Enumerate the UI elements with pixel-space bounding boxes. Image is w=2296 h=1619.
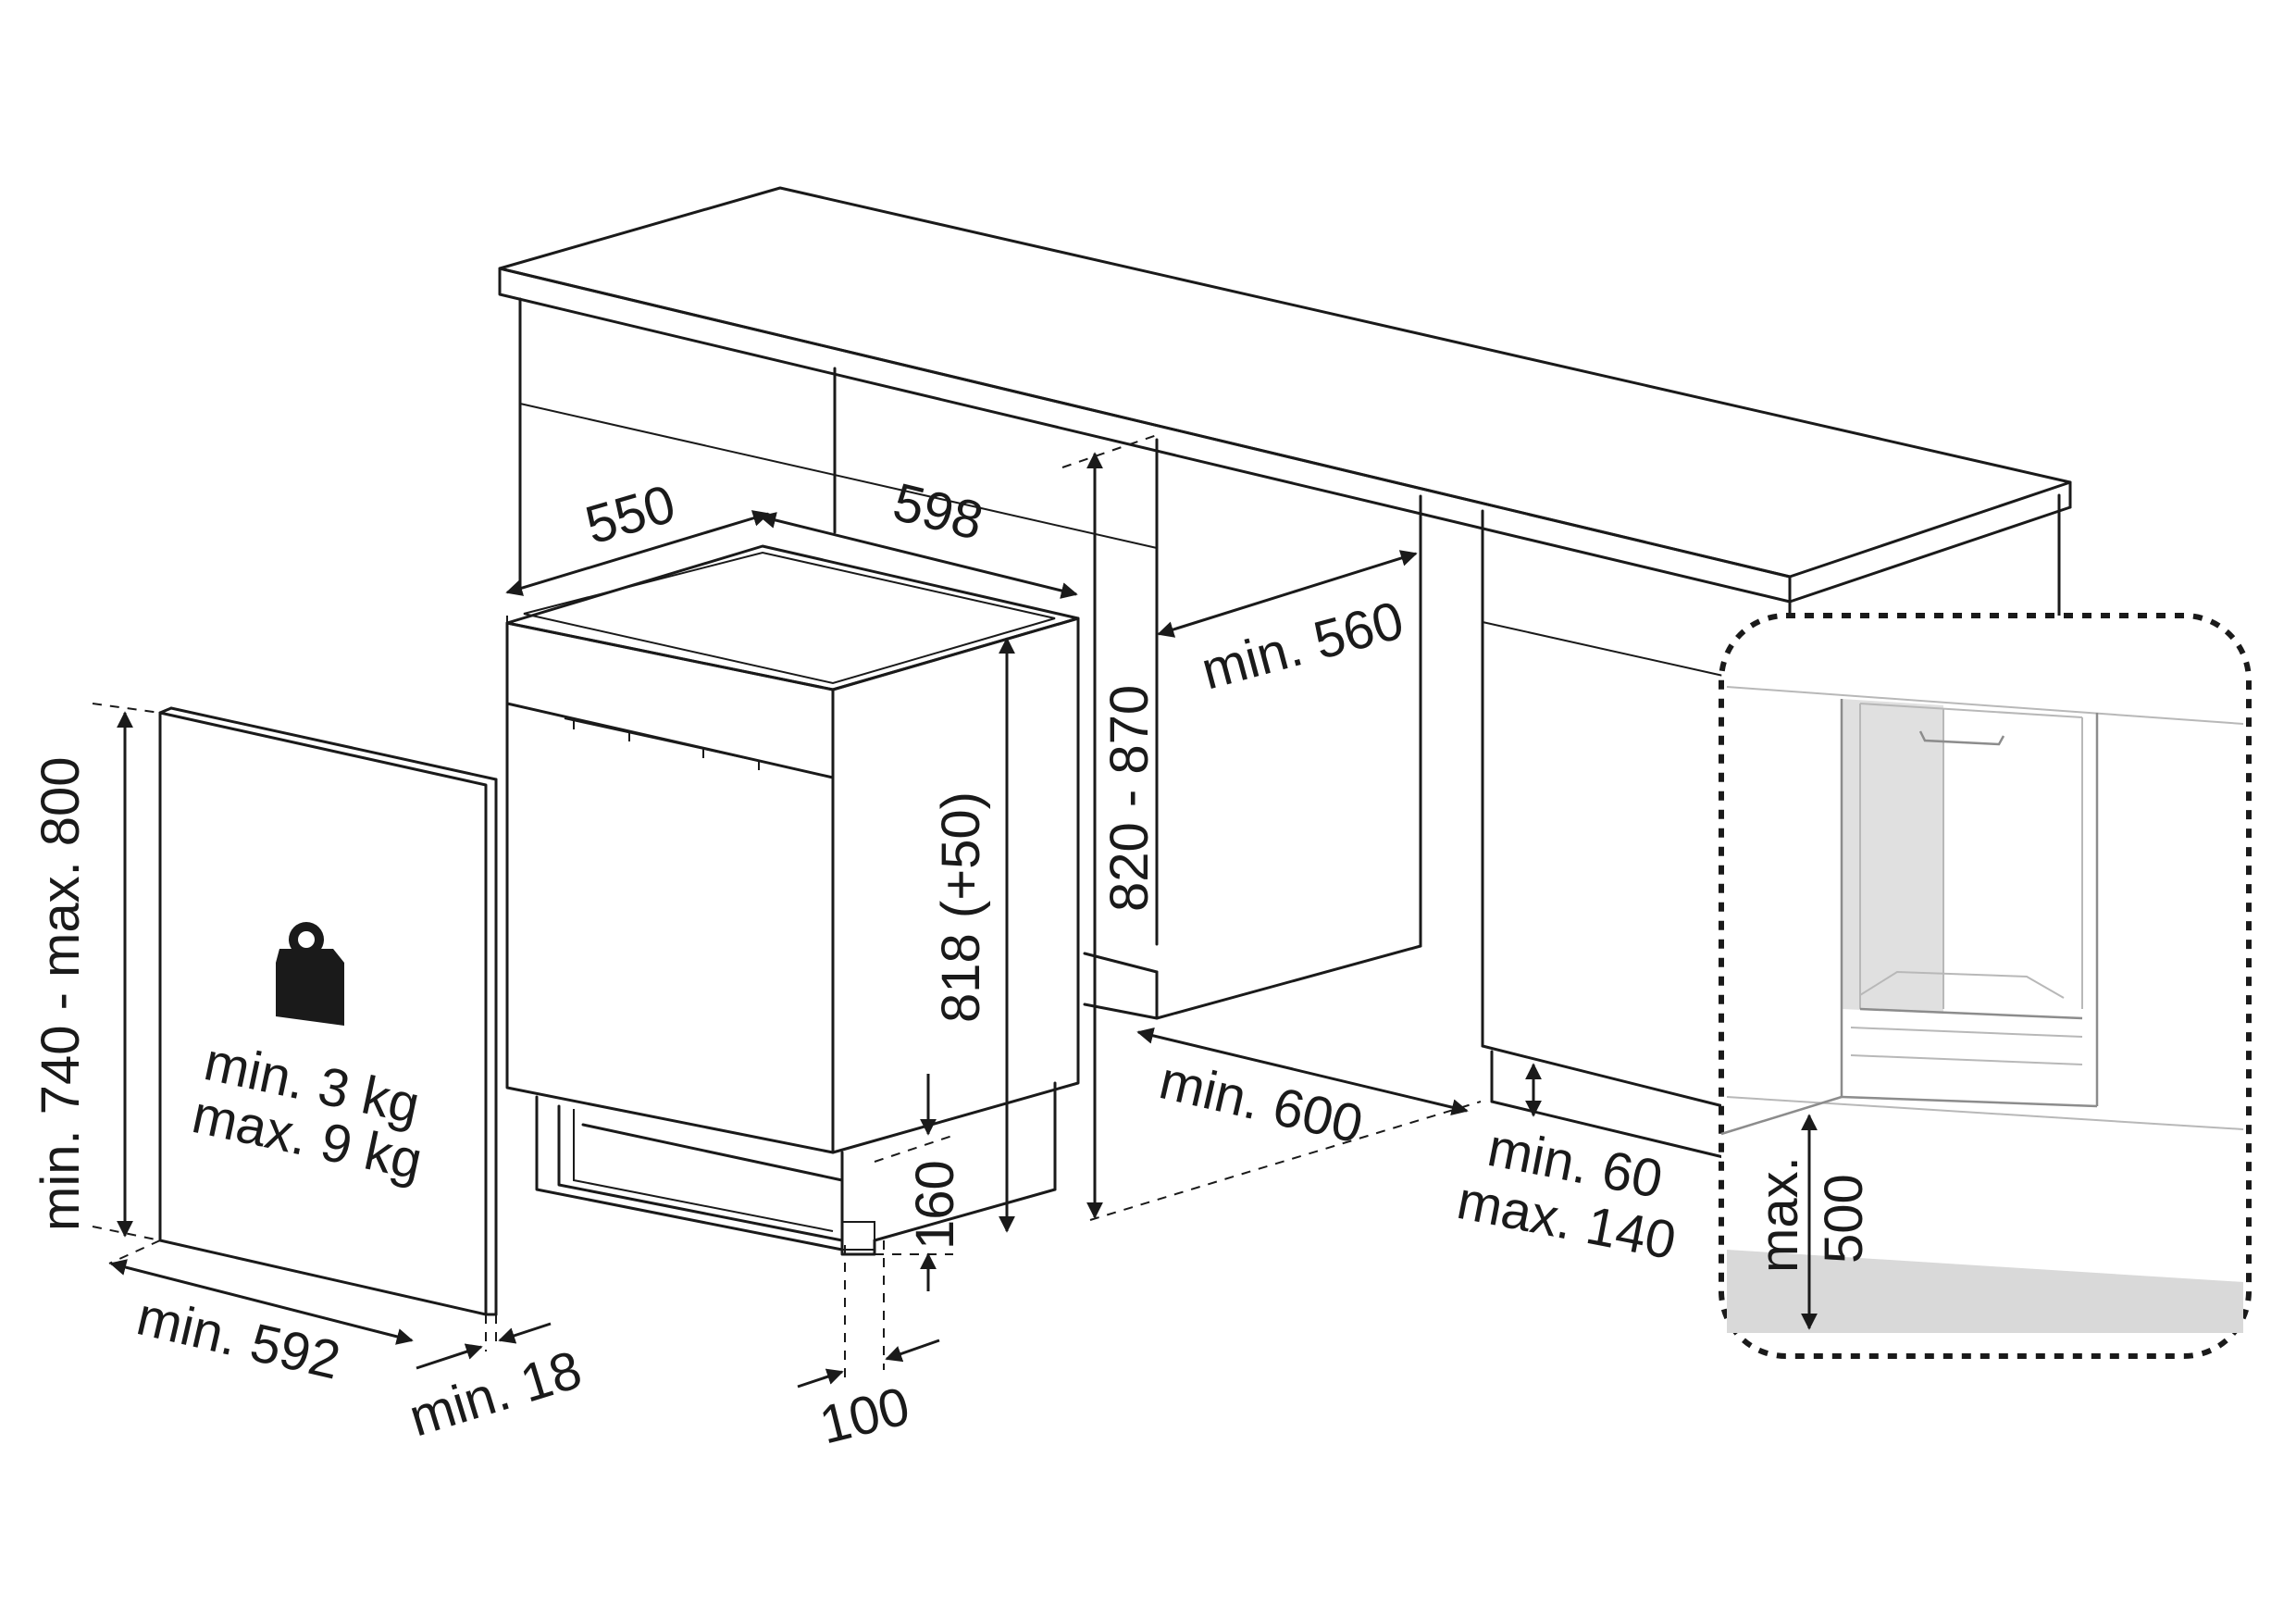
label-width-598: 598: [887, 472, 989, 552]
dishwasher: [505, 544, 1080, 1256]
label-detail-max: max.: [1749, 1156, 1809, 1273]
left-cabinet: [518, 297, 1159, 1020]
label-panel-width: min. 592: [131, 1286, 345, 1390]
niche-back: [1155, 494, 1422, 1020]
label-plinth-160: 160: [905, 1160, 965, 1250]
label-min-560: min. 560: [1196, 590, 1410, 701]
dimension-lines: [92, 434, 1818, 1389]
label-detail-500: 500: [1814, 1174, 1874, 1264]
label-appliance-height: 818 (+50): [931, 791, 991, 1023]
worktop: [498, 186, 2072, 604]
decor-panel: [158, 706, 498, 1316]
label-panel-height: min. 740 - max. 800: [31, 756, 91, 1231]
label-panel-thickness: min. 18: [403, 1339, 589, 1449]
label-niche-height: 820 - 870: [1099, 685, 1160, 912]
label-depth-100: 100: [813, 1376, 915, 1455]
control-notches: [573, 720, 760, 770]
label-min-600: min. 600: [1154, 1050, 1368, 1154]
weight-icon: [276, 922, 344, 1026]
detail-view: [1719, 613, 2252, 1359]
